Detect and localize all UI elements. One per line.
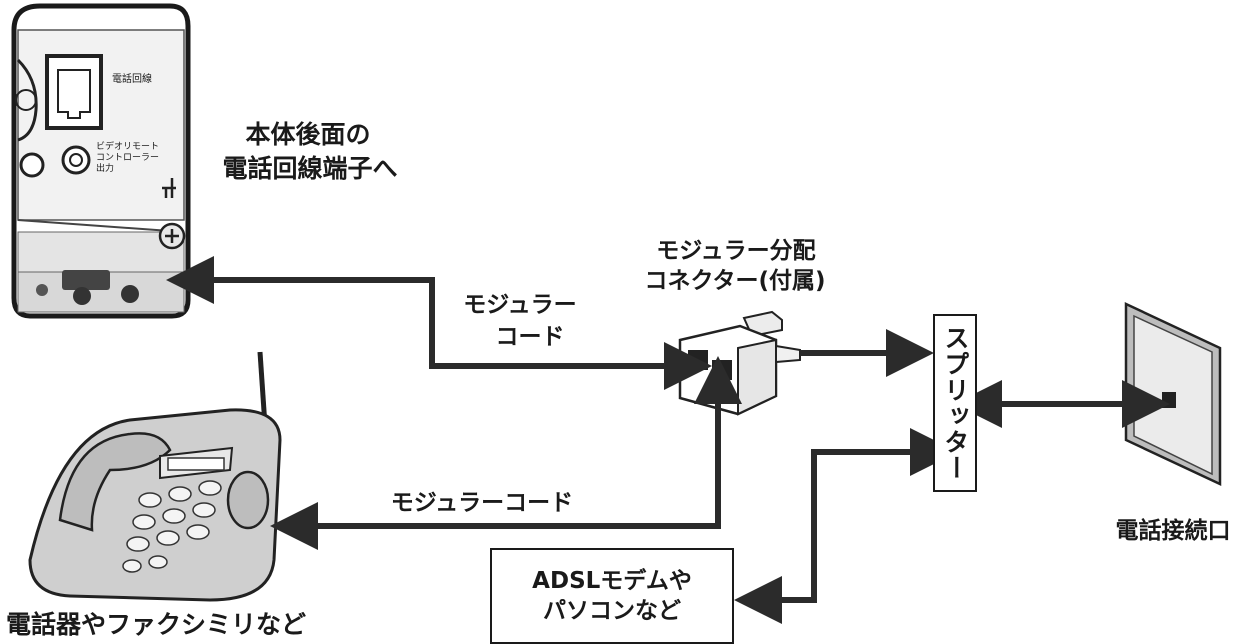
rear-terminal-label-1: 本体後面の (245, 120, 371, 149)
panel-line-label: 電話回線 (112, 74, 152, 85)
modular-cord-top-label-2: コード (495, 324, 565, 350)
modular-cord-bottom-label: モジュラーコード (390, 490, 574, 516)
screw-icon (158, 222, 186, 250)
adsl-label-1: ADSLモデムや (532, 568, 692, 594)
wall-jack (1124, 302, 1222, 486)
phone-label: 電話器やファクシミリなど (6, 610, 307, 639)
panel-video-label-1: ビデオリモート (96, 142, 160, 152)
ground-icon (162, 178, 176, 198)
splitter-label: スプリッター (941, 325, 970, 481)
modular-cord-top-label-1: モジュラー (463, 292, 577, 318)
panel-video-label-3: 出力 (96, 164, 115, 174)
telephone (28, 351, 282, 602)
rear-panel (11, 3, 191, 319)
rear-terminal-label-2: 電話回線端子へ (222, 154, 398, 183)
connector-label-2: コネクター(付属) (644, 268, 826, 294)
adsl-box: ADSLモデムや パソコンなど (490, 548, 734, 644)
cord-splitter-to-adsl (734, 428, 958, 624)
wall-jack-label: 電話接続口 (1115, 518, 1231, 544)
modular-connector (678, 310, 801, 416)
panel-phone-jack (45, 54, 103, 130)
connector-label-1: モジュラー分配 (656, 238, 816, 264)
adsl-label-2: パソコンなど (543, 598, 681, 624)
cord-connector-to-phone (270, 356, 742, 550)
panel-video-label-2: コントローラー (96, 153, 160, 163)
splitter-box: スプリッター (933, 314, 977, 492)
connection-lines (166, 256, 1170, 624)
